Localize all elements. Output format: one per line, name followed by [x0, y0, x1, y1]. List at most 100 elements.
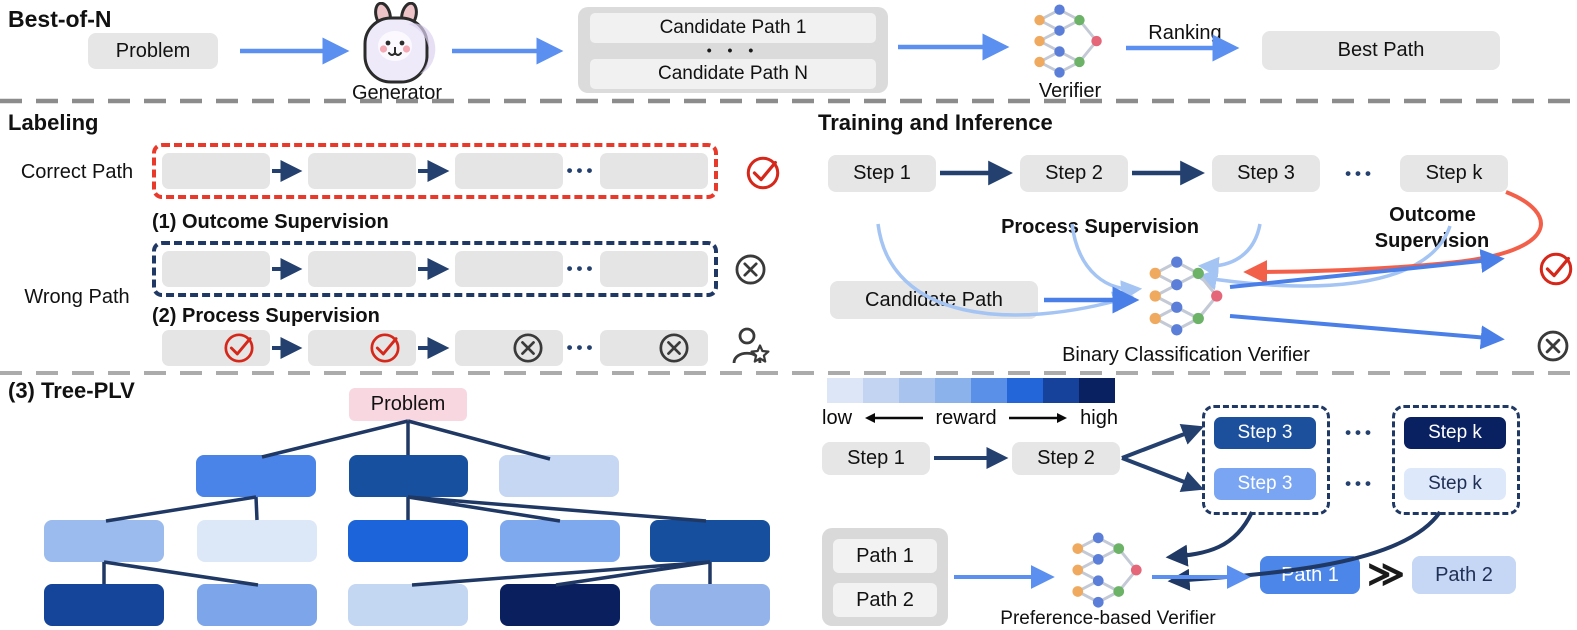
- ranking-label: Ranking: [1148, 21, 1222, 44]
- left-arrow-icon: [864, 413, 923, 423]
- tree-node-l2-3: [348, 520, 468, 562]
- correct-path-check-icon: [746, 156, 780, 190]
- wrong-step-box-4: [600, 251, 708, 287]
- tree-root-problem: Problem: [349, 388, 467, 421]
- tree-node-l3-5: [650, 584, 770, 626]
- reward-colorbar-seg-7: [1043, 378, 1079, 403]
- process-step-box-1: [162, 330, 270, 366]
- wrong-step-box-3: [455, 251, 563, 287]
- llama-generator-icon: [363, 2, 437, 84]
- pref-step2-box: Step 2: [1012, 442, 1120, 475]
- binary-verifier-label: Binary Classification Verifier: [1062, 343, 1310, 366]
- correct-step-box-4: [600, 153, 708, 189]
- wrong-step-box-2: [308, 251, 416, 287]
- training-correct-check-icon: [1539, 252, 1573, 286]
- reward-colorbar-seg-2: [863, 378, 899, 403]
- labeling-title: Labeling: [8, 110, 99, 135]
- outcome-supervision-label-line2: Supervision: [1374, 230, 1490, 252]
- reward-colorbar-seg-3: [899, 378, 935, 403]
- correct-ellipsis: •••: [566, 161, 597, 180]
- tree-node-l1-1: [196, 455, 316, 497]
- candidate-path-n-box: Candidate Path N: [590, 59, 876, 89]
- reward-colorbar-seg-5: [971, 378, 1007, 403]
- path2-box: Path 2: [833, 583, 937, 617]
- reward-label: reward: [935, 406, 997, 429]
- tree-node-l3-4: [500, 584, 620, 626]
- reward-colorbar: [827, 378, 1115, 403]
- candidate-path-box: Candidate Path: [830, 281, 1038, 319]
- reward-colorbar-seg-6: [1007, 378, 1043, 403]
- train-stepk-box: Step k: [1400, 155, 1508, 192]
- human-annotation-person-star-icon: [732, 327, 770, 365]
- train-step2-box: Step 2: [1020, 155, 1128, 192]
- problem-box: Problem: [88, 33, 218, 69]
- right-arrow-icon: [1009, 413, 1068, 423]
- reward-low-label: low: [822, 406, 853, 429]
- wrong-path-label: Wrong Path: [24, 285, 130, 308]
- reward-colorbar-seg-1: [827, 378, 863, 403]
- tree-plv-title: (3) Tree-PLV: [8, 378, 135, 403]
- tree-node-l2-1: [44, 520, 164, 562]
- result-path2-box: Path 2: [1412, 556, 1516, 594]
- arrow-verifier-to-wrong: [1229, 314, 1505, 350]
- branch-stepk-high-box: Step k: [1404, 417, 1506, 449]
- tree-node-l2-5: [650, 520, 770, 562]
- branch-step3-low-box: Step 3: [1214, 468, 1316, 500]
- reward-colorbar-seg-4: [935, 378, 971, 403]
- binary-verifier-network-icon: [1148, 256, 1224, 337]
- process-step-box-3: [455, 330, 563, 366]
- reward-colorbar-seg-8: [1079, 378, 1115, 403]
- arrow-fork-high: [1121, 424, 1205, 460]
- correct-step-box-3: [455, 153, 563, 189]
- best-path-box: Best Path: [1262, 31, 1500, 70]
- process-step-box-2: [308, 330, 416, 366]
- path1-box: Path 1: [833, 539, 937, 573]
- training-wrong-cross-icon: [1537, 330, 1569, 362]
- candidates-ellipsis: • • •: [706, 42, 760, 58]
- tree-node-l3-1: [44, 584, 164, 626]
- correct-path-dashed-frame: [152, 143, 718, 199]
- arrow-fork-low: [1121, 456, 1205, 492]
- train-step3-box: Step 3: [1212, 155, 1320, 192]
- process-step-box-4: [600, 330, 708, 366]
- reward-legend: low reward high: [822, 406, 1118, 430]
- result-path1-box: Path 1: [1260, 556, 1360, 594]
- branch-ellipsis-top: •••: [1345, 423, 1375, 442]
- verifier-network-icon: [1032, 4, 1104, 80]
- branch-ellipsis-bottom: •••: [1345, 474, 1375, 493]
- branch-group-2-frame: [1392, 405, 1520, 515]
- verifier-label: Verifier: [1038, 79, 1102, 102]
- outcome-supervision-title: (1) Outcome Supervision: [152, 211, 389, 233]
- tree-node-l3-3: [348, 584, 468, 626]
- wrong-step-box-1: [162, 251, 270, 287]
- tree-node-l1-2: [349, 455, 468, 497]
- preference-verifier-network-icon: [1070, 532, 1144, 610]
- correct-step-box-1: [162, 153, 270, 189]
- candidate-path-1-box: Candidate Path 1: [590, 13, 876, 43]
- tree-node-l3-2: [197, 584, 317, 626]
- process-ellipsis: •••: [566, 338, 597, 357]
- correct-step-box-2: [308, 153, 416, 189]
- training-title: Training and Inference: [818, 110, 1053, 135]
- process-supervision-label: Process Supervision: [1001, 216, 1199, 238]
- branch-step3-high-box: Step 3: [1214, 417, 1316, 449]
- process-supervision-title: (2) Process Supervision: [152, 305, 380, 327]
- preference-verifier-label: Preference-based Verifier: [1000, 608, 1216, 629]
- train-step1-box: Step 1: [828, 155, 936, 192]
- reward-high-label: high: [1080, 406, 1118, 429]
- arrow-verifier-to-correct: [1229, 249, 1505, 289]
- best-of-n-title: Best-of-N: [8, 6, 112, 32]
- outcome-supervision-label-line1: Outcome: [1389, 204, 1476, 226]
- wrong-path-dashed-frame: [152, 241, 718, 297]
- branch-stepk-low-box: Step k: [1404, 468, 1506, 500]
- train-ellipsis: •••: [1345, 164, 1375, 183]
- tree-node-l2-2: [197, 520, 317, 562]
- correct-path-label: Correct Path: [20, 160, 134, 183]
- generator-label: Generator: [351, 81, 443, 104]
- pref-step1-box: Step 1: [822, 442, 930, 475]
- much-greater-than-sign: ≫: [1367, 553, 1405, 594]
- wrong-path-cross-icon: [735, 254, 766, 285]
- wrong-ellipsis: •••: [566, 259, 597, 278]
- curve-branch1-to-pref-verifier: [1165, 511, 1254, 567]
